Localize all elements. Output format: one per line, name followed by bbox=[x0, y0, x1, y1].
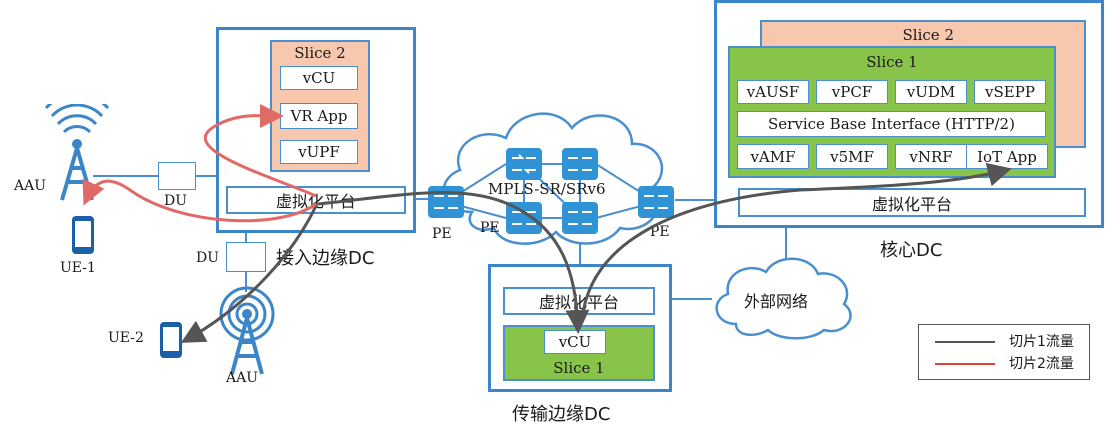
core-slice-label: Slice 1 bbox=[866, 53, 918, 71]
slice1-flow-to-iot bbox=[580, 162, 1012, 321]
core-vausf[interactable]: vAUSF bbox=[737, 80, 809, 104]
access-slice-label: Slice 2 bbox=[294, 44, 346, 62]
aau-tower-icon bbox=[44, 104, 110, 201]
router-icon bbox=[506, 202, 542, 234]
core-virtualization-platform[interactable]: 虚拟化平台 bbox=[738, 188, 1086, 217]
access-vr-app[interactable]: VR App bbox=[280, 103, 358, 129]
transport-dc-caption: 传输边缘DC bbox=[512, 404, 611, 425]
router-icon bbox=[562, 148, 598, 180]
legend-label-slice2: 切片2流量 bbox=[1009, 356, 1074, 372]
external-network-cloud bbox=[715, 257, 852, 340]
core-vudm[interactable]: vUDM bbox=[895, 80, 967, 104]
pe-label-middle: PE bbox=[480, 220, 500, 236]
pe-label-left: PE bbox=[432, 226, 452, 242]
pe-router-right-icon bbox=[638, 186, 674, 218]
phone-icon bbox=[72, 216, 94, 254]
pe-label-right: PE bbox=[650, 224, 670, 240]
du-label-1: DU bbox=[164, 193, 188, 209]
core-service-base-interface[interactable]: Service Base Interface (HTTP/2) bbox=[737, 111, 1046, 137]
legend-swatch-slice2 bbox=[935, 363, 995, 365]
legend-swatch-slice1 bbox=[935, 341, 995, 343]
core-vsepp[interactable]: vSEPP bbox=[974, 80, 1046, 104]
slice2-flow-ue1 bbox=[82, 178, 317, 223]
du-box-2[interactable] bbox=[226, 242, 266, 272]
legend: 切片1流量 切片2流量 bbox=[918, 324, 1090, 380]
du-label-2: DU bbox=[196, 250, 220, 266]
access-dc-caption: 接入边缘DC bbox=[276, 248, 375, 269]
du-box-1[interactable] bbox=[158, 162, 196, 190]
core-vamf[interactable]: vAMF bbox=[737, 144, 809, 169]
access-vupf[interactable]: vUPF bbox=[280, 140, 358, 164]
transport-vcu[interactable]: vCU bbox=[544, 330, 606, 354]
transport-slice-label: Slice 1 bbox=[553, 359, 605, 377]
slice1-flow-to-transport bbox=[317, 191, 590, 334]
phone-icon bbox=[160, 322, 182, 358]
aau-label-2: AAU bbox=[226, 370, 259, 386]
slice2-flow-vr bbox=[203, 103, 317, 198]
ue2-label: UE-2 bbox=[108, 330, 144, 346]
core-v5mf[interactable]: v5MF bbox=[816, 144, 888, 169]
ue1-label: UE-1 bbox=[60, 260, 96, 276]
aau-label-1: AAU bbox=[14, 178, 47, 194]
core-back-slice-label: Slice 2 bbox=[902, 26, 954, 44]
core-vpcf[interactable]: vPCF bbox=[816, 80, 888, 104]
mpls-cloud bbox=[428, 112, 674, 245]
access-vcu[interactable]: vCU bbox=[280, 66, 358, 90]
core-dc-caption: 核心DC bbox=[880, 240, 943, 261]
core-vnrf[interactable]: vNRF bbox=[895, 144, 967, 169]
router-icon bbox=[506, 148, 542, 180]
mpls-label: MPLS-SR/SRv6 bbox=[488, 180, 606, 198]
legend-label-slice1: 切片1流量 bbox=[1009, 334, 1074, 350]
slice1-flow-ue2 bbox=[180, 205, 318, 343]
external-network-label: 外部网络 bbox=[744, 292, 809, 311]
router-icon bbox=[562, 202, 598, 234]
transport-virtualization-platform[interactable]: 虚拟化平台 bbox=[503, 287, 655, 315]
